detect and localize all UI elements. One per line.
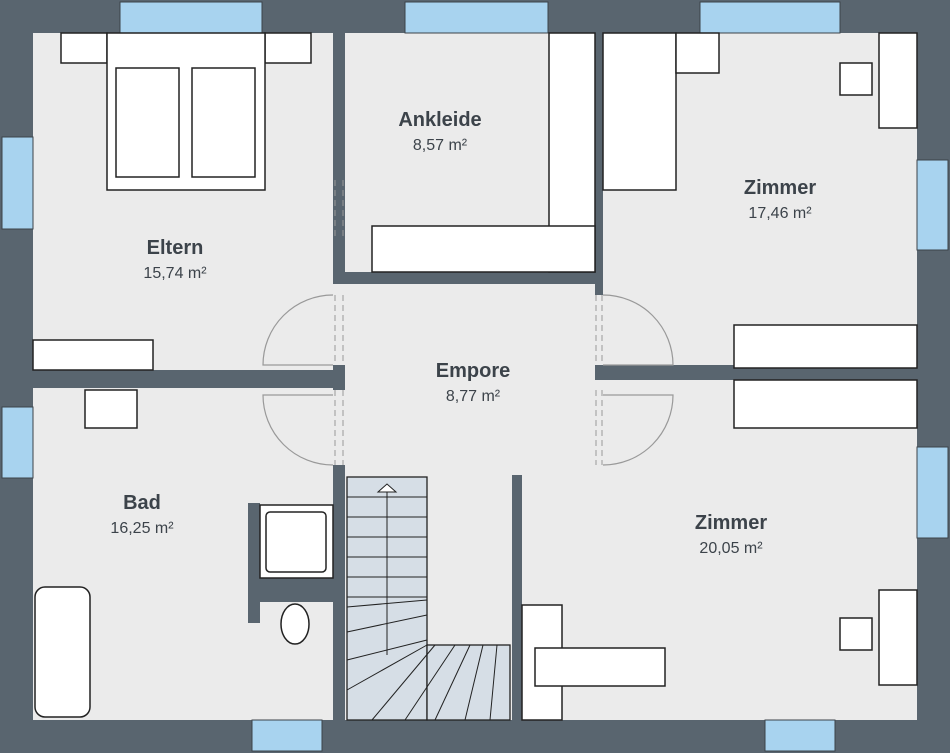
stair-tread bbox=[404, 644, 456, 721]
stair-tread bbox=[434, 644, 471, 721]
room-area-zimmer-bottom: 20,05 m² bbox=[699, 540, 763, 557]
room-name-bad: Bad bbox=[123, 492, 161, 514]
room-name-zimmer-top: Zimmer bbox=[744, 177, 816, 199]
room-name-ankleide: Ankleide bbox=[398, 109, 481, 131]
door-openings bbox=[262, 180, 674, 466]
stair-tread bbox=[371, 644, 436, 721]
interior-walls bbox=[0, 33, 917, 720]
stair-tread bbox=[346, 614, 428, 633]
room-name-empore: Empore bbox=[436, 360, 510, 382]
stair-tread bbox=[346, 599, 428, 608]
stair-tread bbox=[489, 644, 498, 721]
room-area-ankleide: 8,57 m² bbox=[413, 137, 468, 154]
room-area-empore: 8,77 m² bbox=[446, 388, 501, 405]
stair-tread bbox=[346, 644, 428, 691]
furniture bbox=[32, 32, 918, 721]
room-name-eltern: Eltern bbox=[147, 237, 204, 259]
room-area-eltern: 15,74 m² bbox=[143, 265, 207, 282]
room-name-zimmer-bottom: Zimmer bbox=[695, 512, 767, 534]
room-area-bad: 16,25 m² bbox=[110, 520, 174, 537]
room-area-zimmer-top: 17,46 m² bbox=[748, 205, 812, 222]
stair-tread bbox=[464, 644, 484, 721]
room-labels: Eltern 15,74 m² Ankleide 8,57 m² Zimmer … bbox=[110, 109, 816, 557]
staircase bbox=[346, 476, 511, 721]
stair-tread bbox=[346, 639, 428, 661]
